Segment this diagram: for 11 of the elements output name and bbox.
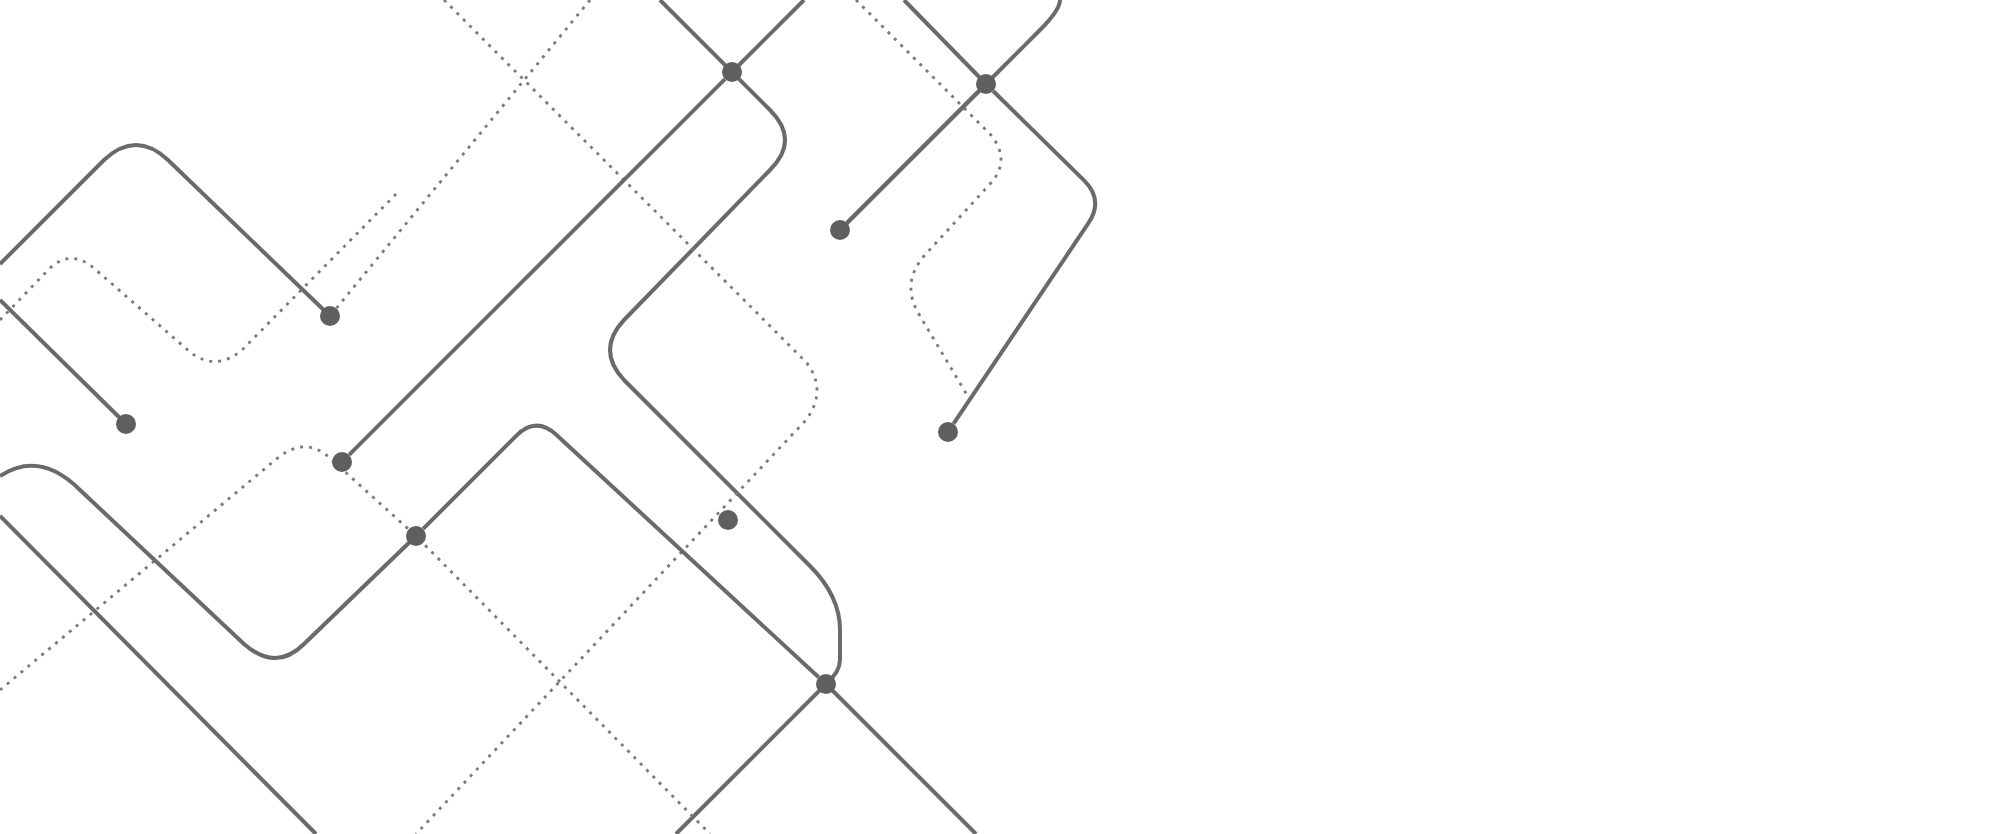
- junction-dot: [718, 510, 738, 530]
- junction-dot: [332, 452, 352, 472]
- junction-dot: [116, 414, 136, 434]
- junction-dot: [320, 306, 340, 326]
- junction-dot: [830, 220, 850, 240]
- junction-dot: [406, 526, 426, 546]
- junction-dot: [938, 422, 958, 442]
- connector-line: [421, 423, 820, 679]
- connector-line: [347, 77, 727, 457]
- connector-line: [951, 89, 1098, 425]
- connector-line: [845, 89, 981, 225]
